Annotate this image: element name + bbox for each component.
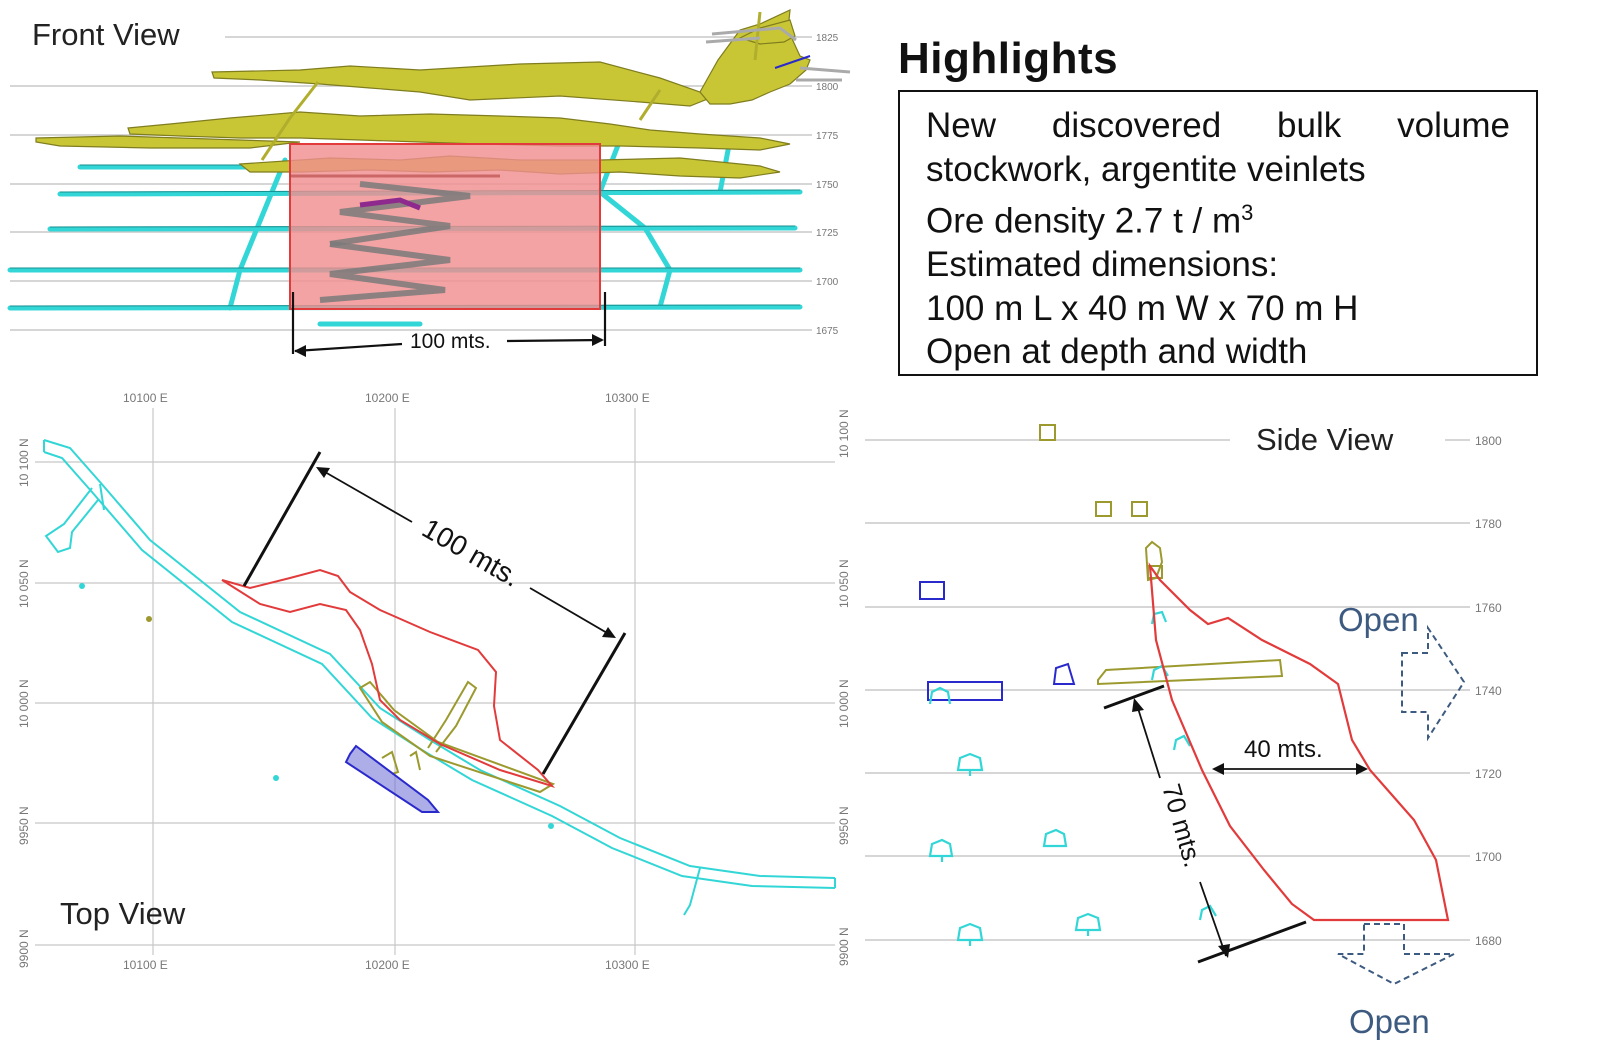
- side-view-orebody: [1148, 562, 1450, 922]
- top-easting-tick: 10200 E: [365, 391, 410, 405]
- side-view-elevation-ticks: 1800 1780 1760 1740 1720 1700 1680: [1475, 434, 1502, 948]
- side-elev-tick: 1700: [1475, 850, 1502, 864]
- side-view-title: Side View: [1256, 422, 1394, 457]
- highlights-line-1: New discovered bulk volume: [926, 104, 1510, 148]
- side-northing-tick: 10 100 N: [837, 409, 851, 458]
- top-northing-tick: 10 100 N: [17, 438, 31, 487]
- highlights-word: New: [926, 106, 997, 145]
- side-northing-tick: 9900 N: [837, 927, 851, 966]
- highlights-line-5: 100 m L x 40 m W x 70 m H: [926, 288, 1359, 328]
- top-easting-tick: 10100 E: [123, 958, 168, 972]
- cubic-superscript: 3: [1241, 200, 1254, 225]
- front-view-dimension: [291, 292, 607, 354]
- highlights-line-4: Estimated dimensions:: [926, 245, 1279, 285]
- open-bottom-label: Open: [1349, 1003, 1430, 1040]
- side-elev-tick: 1780: [1475, 517, 1502, 531]
- top-easting-tick: 10100 E: [123, 391, 168, 405]
- front-elev-tick: 1825: [816, 33, 839, 44]
- highlights-title: Highlights: [898, 34, 1119, 83]
- front-view-grey-workings: [705, 26, 851, 82]
- top-easting-tick: 10300 E: [605, 958, 650, 972]
- top-view-dimension-label: 100 mts.: [417, 512, 526, 593]
- top-view-grid: [35, 408, 835, 955]
- side-northing-tick: 9950 N: [837, 806, 851, 845]
- ore-density-text: Ore density 2.7 t / m: [926, 201, 1242, 241]
- front-view-ramp: [319, 181, 471, 303]
- front-elev-tick: 1800: [816, 82, 839, 93]
- highlights-line-3: Ore density 2.7 t / m3: [926, 191, 1510, 243]
- open-right-label: Open: [1338, 601, 1419, 638]
- side-view-northing-ticks: 10 100 N 10 050 N 10 000 N 9950 N 9900 N: [837, 409, 851, 966]
- front-elev-tick: 1750: [816, 180, 839, 191]
- side-elev-tick: 1720: [1475, 767, 1502, 781]
- side-view-grid: [865, 439, 1470, 941]
- front-view-dimension-label: 100 mts.: [410, 330, 491, 353]
- open-arrow-right: [1401, 624, 1466, 742]
- top-view-orebody: [221, 568, 556, 788]
- top-northing-tick: 10 000 N: [17, 679, 31, 728]
- highlights-line-2: stockwork, argentite veinlets: [926, 149, 1366, 189]
- top-view-drill-points: [79, 583, 554, 829]
- side-northing-tick: 10 050 N: [837, 559, 851, 608]
- front-elev-tick: 1675: [816, 326, 839, 337]
- side-width-label: 40 mts.: [1244, 736, 1323, 763]
- side-view-drift-sections: [928, 610, 1217, 946]
- highlights-line-6: Open at depth and width: [926, 332, 1308, 372]
- top-easting-tick: 10200 E: [365, 958, 410, 972]
- top-view-dimension: [242, 451, 627, 775]
- top-view-blue-working: [344, 744, 441, 813]
- front-elev-tick: 1775: [816, 131, 839, 142]
- front-elev-tick: 1725: [816, 228, 839, 239]
- side-view-blue-workings: [919, 581, 1076, 701]
- side-elev-tick: 1740: [1475, 684, 1502, 698]
- top-view-drift: [43, 439, 836, 916]
- side-elev-tick: 1760: [1475, 601, 1502, 615]
- top-view-northing-ticks: 10 100 N 10 050 N 10 000 N 9950 N 9900 N: [17, 438, 31, 968]
- side-view-panel: 10 100 N 10 050 N 10 000 N 9950 N 9900 N…: [837, 409, 1502, 1040]
- side-elev-tick: 1800: [1475, 434, 1502, 448]
- front-view-elevation-ticks: 1825 1800 1775 1750 1725 1700 1675: [816, 33, 839, 337]
- top-easting-tick: 10300 E: [605, 391, 650, 405]
- front-blue-working: [774, 55, 811, 69]
- top-northing-tick: 10 050 N: [17, 559, 31, 608]
- top-view-easting-ticks: 10100 E 10200 E 10300 E 10100 E 10200 E …: [123, 391, 650, 972]
- top-northing-tick: 9950 N: [17, 806, 31, 845]
- side-height-label: 70 mts.: [1156, 780, 1208, 870]
- open-arrow-bottom: [1337, 923, 1455, 986]
- highlights-word: discovered: [1051, 106, 1222, 145]
- side-northing-tick: 10 000 N: [837, 679, 851, 728]
- top-view-title: Top View: [60, 896, 186, 931]
- front-view-panel: Front View 1825 1800 1775 1750 1725 1700…: [7, 9, 851, 357]
- highlights-word: bulk: [1277, 106, 1342, 145]
- highlights-box: New discovered bulk volume stockwork, ar…: [898, 90, 1538, 376]
- side-elev-tick: 1680: [1475, 934, 1502, 948]
- front-elev-tick: 1700: [816, 277, 839, 288]
- side-height-dimension: [1103, 684, 1307, 964]
- top-view-panel: 10100 E 10200 E 10300 E 10100 E 10200 E …: [17, 391, 836, 972]
- highlights-word: volume: [1397, 106, 1510, 145]
- side-view-veins: [1039, 424, 1284, 686]
- front-view-title: Front View: [32, 17, 180, 52]
- top-northing-tick: 9900 N: [17, 929, 31, 968]
